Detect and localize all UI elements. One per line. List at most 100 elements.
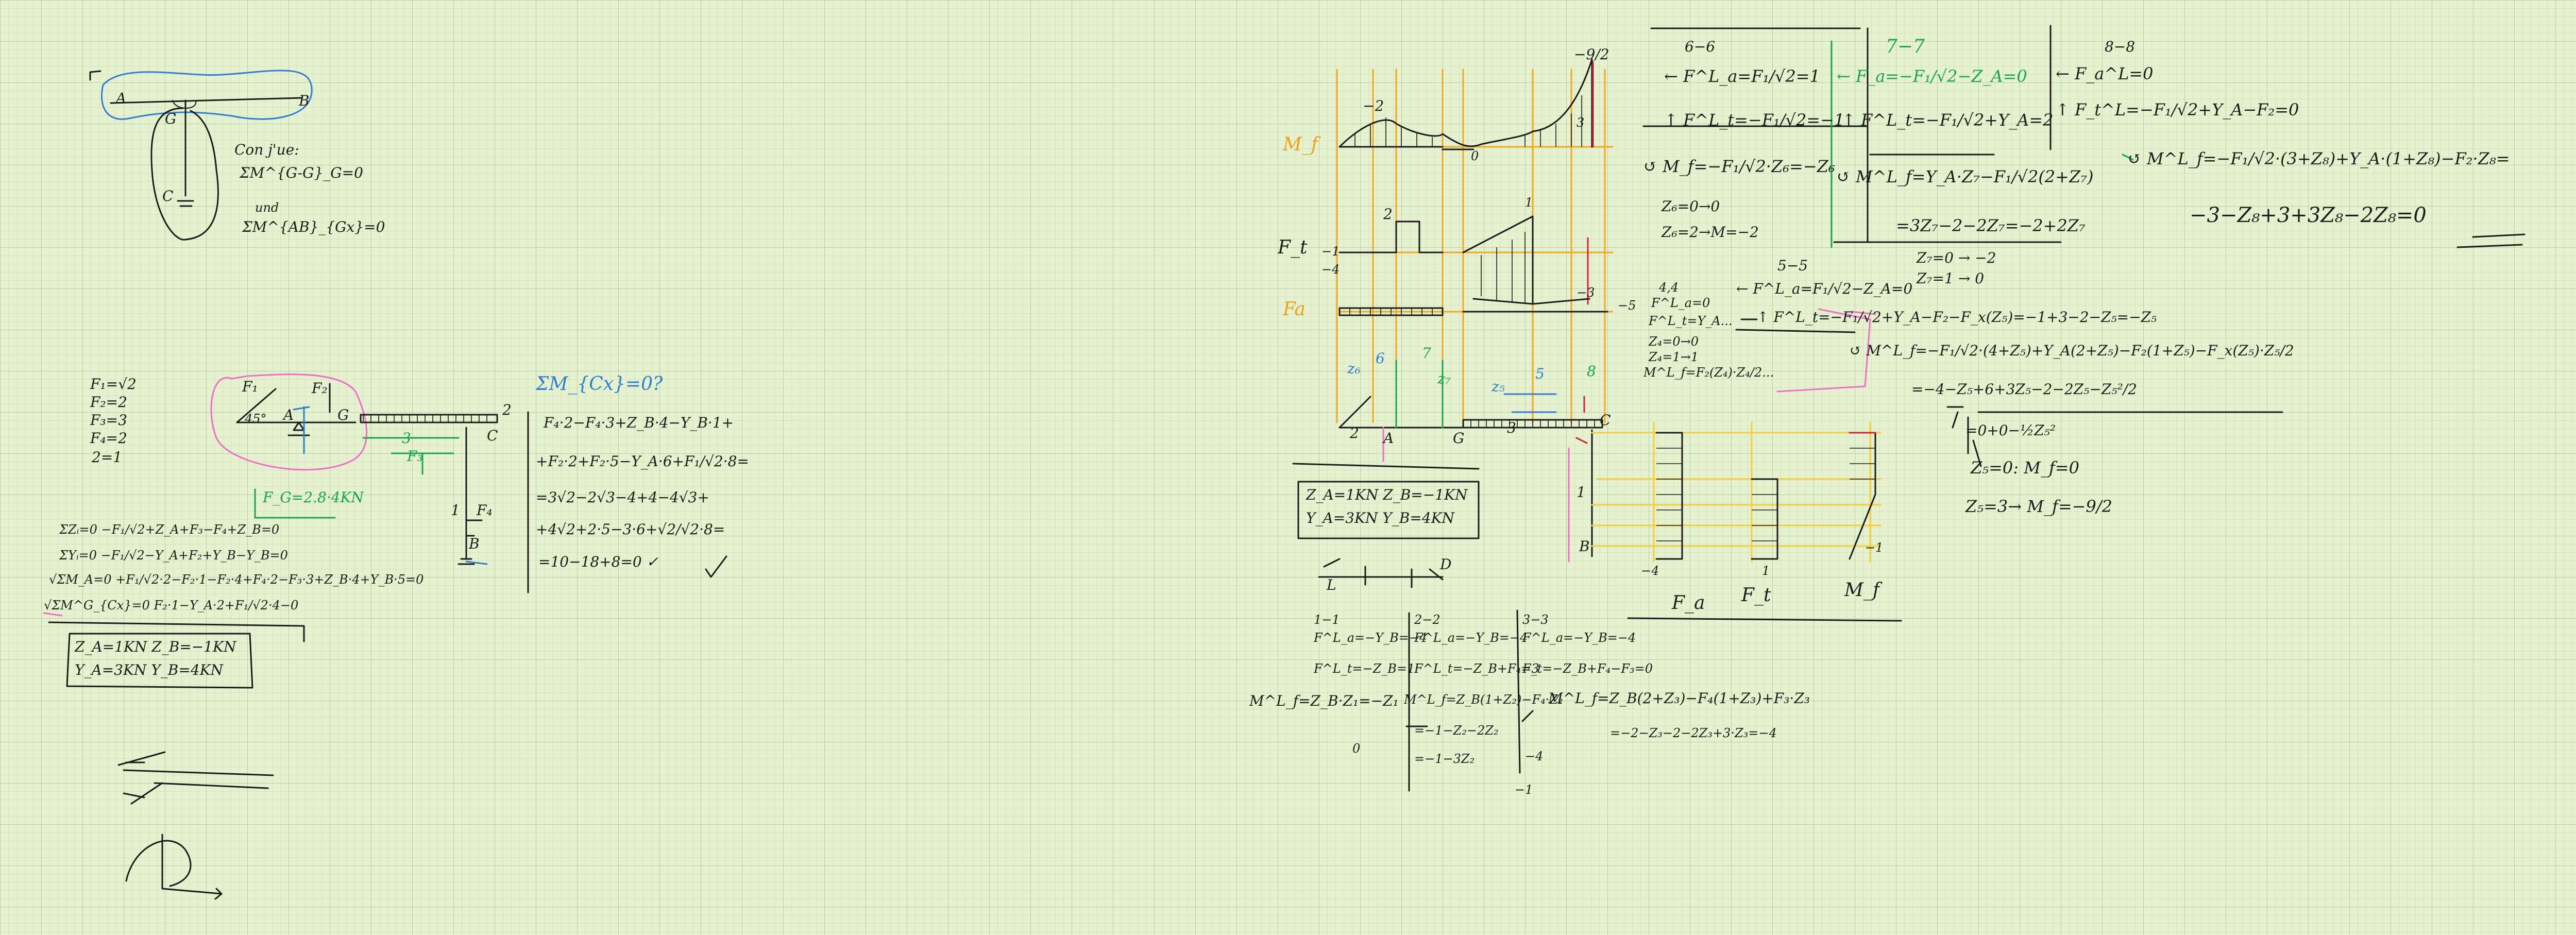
- sec11-fa: F^L_a=−Y_B=−4: [1314, 631, 1428, 645]
- sec55-mf-3: =0+0−½Z₅²: [1965, 422, 2056, 439]
- sec11-ft: F^L_t=−Z_B=1: [1314, 661, 1415, 676]
- diagram-val-m1: −1: [1321, 244, 1340, 259]
- frame-dim-1: 1: [451, 502, 460, 519]
- sec77-mf: ↺ M^L_f=Y_A·Z₇−F₁/√2(2+Z₇): [1837, 167, 2094, 186]
- label-g: G: [165, 110, 177, 127]
- diagram-val-2: 2: [1383, 206, 1393, 223]
- diagram-ft-label: F_t: [1278, 237, 1308, 258]
- sec55-ft: ↑ F^L_t=−F₁/√2+Y_A−F₂−F_x(Z₅)=−1+3−2−Z₅=…: [1757, 309, 2157, 326]
- sketch-note-1: Con j'ue:: [234, 141, 299, 158]
- tiny-note-5: Z₄=1→1: [1649, 350, 1699, 364]
- label-a: A: [116, 90, 127, 107]
- sec88-fa: ← F_a^L=0: [2056, 64, 2154, 83]
- sec77-z0: Z₇=0 → −2: [1917, 249, 1996, 266]
- sec22-m1: −1: [1515, 783, 1533, 797]
- frame-angle: 45°: [245, 412, 267, 426]
- sec77-z1: Z₇=1 → 0: [1917, 270, 1985, 287]
- given-f2: F₂=2: [90, 394, 127, 411]
- diagram-val-m2: −2: [1363, 97, 1384, 114]
- sec11-zero: 0: [1352, 741, 1361, 756]
- sec22-fa: F^L_a=−Y_B=−4: [1414, 631, 1528, 645]
- column-vm1: −1: [1865, 540, 1884, 555]
- sec11-mf: M^L_f=Z_B·Z₁=−Z₁: [1249, 692, 1399, 709]
- given-length: 2=1: [92, 449, 123, 466]
- check-3: =3√2−2√3−4+4−4√3+: [536, 489, 709, 506]
- diagram-val-1: 1: [1525, 195, 1533, 210]
- frame-f3: F₃: [407, 448, 423, 465]
- beam-z6: z₆: [1347, 360, 1361, 377]
- tiny-note-2: F^L_a=0: [1651, 296, 1710, 310]
- top-sketch: [89, 70, 313, 241]
- sec66-ft: ↑ F^L_t=−F₁/√2=−1: [1664, 110, 1845, 130]
- check-1: F₄·2−F₄·3+Z_B·4−Y_B·1+: [544, 414, 734, 431]
- sec88-mf: ↺ M^L_f=−F₁/√2·(3+Z₈)+Y_A·(1+Z₈)−F₂·Z₈=: [2128, 149, 2510, 168]
- diagram-fa-label: Fa: [1283, 299, 1306, 320]
- diagram-val-top: −9/2: [1574, 46, 1609, 63]
- tiny-note-6: M^L_f=F₂(Z₄)·Z₄/2...: [1643, 365, 1774, 380]
- sec55-fa: ← F^L_a=F₁/√2−Z_A=0: [1736, 280, 1913, 297]
- column-diagrams: [1627, 432, 1902, 622]
- beam-z5: z₅: [1492, 378, 1505, 395]
- eq-sum-y: ΣYᵢ=0 −F₁/√2−Y_A+F₂+Y_B−Y_B=0: [59, 548, 288, 563]
- sec88-head: 8−8: [2105, 38, 2136, 55]
- frame-f2: F₂: [312, 380, 328, 397]
- column-v1: 1: [1762, 564, 1770, 578]
- result-box-line-1: Z_A=1KN Z_B=−1KN: [75, 638, 236, 655]
- sec66-mf: ↺ M_f=−F₁/√2·Z₆=−Z₆: [1643, 157, 1835, 176]
- beam-c: C: [1600, 412, 1611, 429]
- frame-f1: F₁: [242, 378, 258, 395]
- sec55-z3: Z₅=3→ M_f=−9/2: [1965, 497, 2112, 516]
- sec88-ft: ↑ F_t^L=−F₁/√2+Y_A−F₂=0: [2056, 100, 2299, 120]
- beam-a: A: [1383, 430, 1394, 447]
- check-5: =10−18+8=0 ✓: [538, 553, 659, 570]
- beam-b: B: [1579, 538, 1590, 555]
- column-fa: F_a: [1672, 592, 1705, 614]
- diagram-val-m3: −3: [1577, 285, 1595, 300]
- sec33-mf-1: M^L_f=Z_B(2+Z₃)−F₄(1+Z₃)+F₃·Z₃: [1548, 690, 1810, 707]
- left-frame: [210, 373, 727, 593]
- bottom-sketch: [117, 751, 274, 900]
- right-beam: [1338, 360, 1882, 563]
- beam-n5: 5: [1535, 365, 1545, 382]
- tiny-note-3: F^L_t=Y_A...: [1649, 314, 1733, 328]
- sec66-head: 6−6: [1685, 38, 1716, 55]
- frame-dim-3: 3: [402, 430, 411, 447]
- sec11-head: 1−1: [1314, 613, 1340, 627]
- result-box-line-2: Y_A=3KN Y_B=4KN: [75, 661, 224, 678]
- legend-d: D: [1440, 556, 1452, 573]
- check-4: +4√2+2·5−3·6+√2/√2·8=: [536, 521, 725, 538]
- beam-d3: 3: [1507, 419, 1516, 436]
- frame-dim-2: 2: [502, 401, 512, 418]
- diagram-val-m4: −4: [1321, 262, 1340, 277]
- sec77-fa: ← F_a=−F₁/√2−Z_A=0: [1837, 66, 2027, 86]
- diagram-val-0: 0: [1471, 149, 1479, 163]
- sec22-head: 2−2: [1414, 613, 1440, 627]
- force-diagrams: [1336, 58, 1614, 423]
- tiny-note-4: Z₄=0→0: [1649, 334, 1699, 349]
- column-mf: M_f: [1844, 580, 1880, 601]
- frame-c: C: [487, 427, 498, 444]
- eq-moment-gc: √ΣM^G_{Cx}=0 F₂·1−Y_A·2+F₁/√2·4−0: [44, 598, 299, 613]
- tiny-note-1: 4,4: [1659, 280, 1679, 295]
- right-reactions-1: Z_A=1KN Z_B=−1KN: [1306, 486, 1468, 503]
- diagram-val-3: 3: [1577, 115, 1585, 130]
- beam-g: G: [1453, 430, 1465, 447]
- sec55-mf-2: =−4−Z₅+6+3Z₅−2−2Z₅−Z₅²/2: [1911, 381, 2137, 398]
- beam-n7: 7: [1422, 345, 1431, 362]
- frame-f4: F₄: [477, 502, 493, 519]
- sec33-ft: F_t=−Z_B+F₄−F₃=0: [1522, 661, 1653, 676]
- beam-d1: 1: [1577, 484, 1586, 501]
- sec77-ft: ↑ F^L_t=−F₁/√2+Y_A=2: [1842, 110, 2054, 130]
- column-ft: F_t: [1741, 585, 1771, 606]
- beam-z7: z₇: [1437, 370, 1451, 387]
- sec22-ft: F^L_t=−Z_B+F₄=3: [1414, 661, 1539, 676]
- blue-note: ΣM_{Cx}=0?: [536, 373, 663, 395]
- sec22-mf-3: =−1−3Z₂: [1414, 752, 1475, 766]
- eq-sum-z: ΣZᵢ=0 −F₁/√2+Z_A+F₃−F₄+Z_B=0: [59, 522, 280, 537]
- right-reactions-2: Y_A=3KN Y_B=4KN: [1306, 509, 1455, 526]
- diagram-mf-label: M_f: [1283, 134, 1318, 155]
- label-c: C: [162, 188, 174, 205]
- frame-b: B: [469, 535, 480, 552]
